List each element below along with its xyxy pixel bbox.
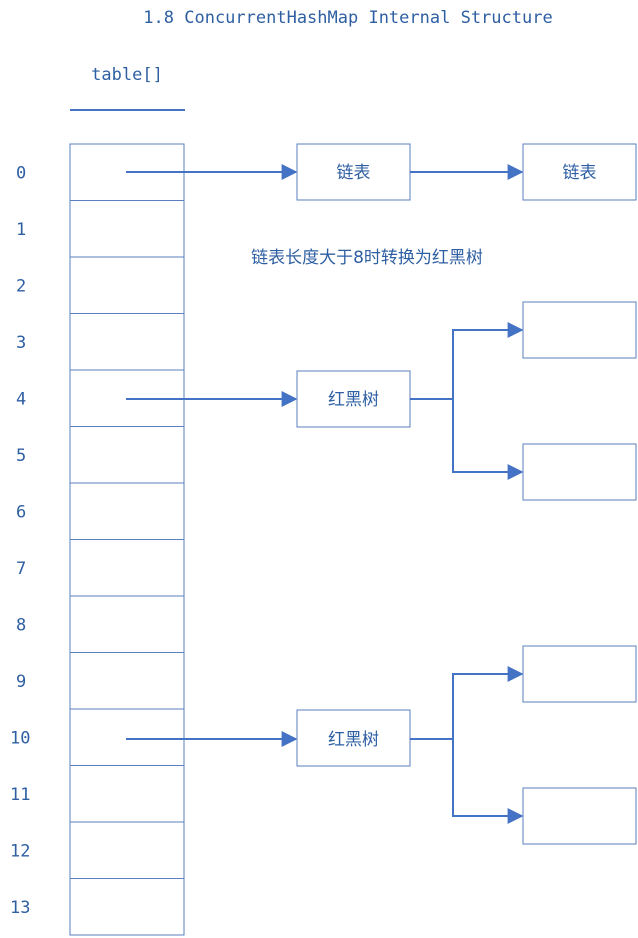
tree-4-child-bottom <box>522 443 637 501</box>
table-cell <box>69 482 185 540</box>
list-node-1-label: 链表 <box>337 163 371 183</box>
list-node-2-box <box>522 143 637 201</box>
tree-4-branch-top <box>410 322 524 400</box>
table-cell <box>69 652 185 710</box>
index-label: 10 <box>10 728 30 748</box>
index-label: 5 <box>16 446 26 466</box>
index-label: 6 <box>16 502 26 522</box>
table-cell <box>69 821 185 879</box>
table-cell <box>69 256 185 314</box>
table-cell <box>69 426 185 484</box>
table-cell <box>69 878 185 936</box>
table-array <box>69 143 185 936</box>
list-node-1-box <box>296 143 411 201</box>
tree-4-child-top <box>522 301 637 359</box>
index-label: 3 <box>16 333 26 353</box>
table-label: table[] <box>91 65 163 85</box>
index-label: 8 <box>16 615 26 635</box>
index-label: 1 <box>16 220 26 240</box>
list-node-2-label: 链表 <box>563 163 597 183</box>
index-label: 2 <box>16 276 26 296</box>
tree-4-branch-bottom <box>452 399 524 480</box>
tree-node-4-label: 红黑树 <box>328 390 379 410</box>
index-label: 4 <box>16 389 26 409</box>
tree-10-branch-top <box>410 666 524 740</box>
tree-node-10-label: 红黑树 <box>328 730 379 750</box>
table-cell <box>69 708 185 766</box>
index-label: 12 <box>10 841 30 861</box>
table-cell <box>69 765 185 823</box>
table-cell <box>69 595 185 653</box>
table-cell <box>69 313 185 371</box>
tree-node-4-box <box>296 370 411 428</box>
tree-10-child-bottom <box>522 787 637 845</box>
tree-10-child-top <box>522 645 637 703</box>
table-cell <box>69 200 185 258</box>
diagram-title: 1.8 ConcurrentHashMap Internal Structure <box>143 8 552 28</box>
index-label: 11 <box>10 785 30 805</box>
tree-10-branch-bottom <box>452 739 524 824</box>
conversion-note: 链表长度大于8时转换为红黑树 <box>251 248 483 268</box>
index-label: 13 <box>10 898 30 918</box>
tree-node-10-box <box>296 709 411 767</box>
index-label: 7 <box>16 559 26 579</box>
table-cell <box>69 539 185 597</box>
index-label: 9 <box>16 672 26 692</box>
index-label: 0 <box>16 163 26 183</box>
